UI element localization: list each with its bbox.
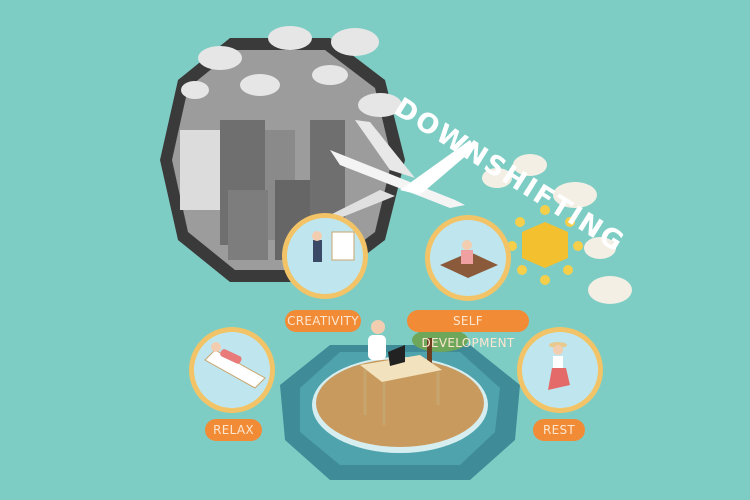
sky-clouds-icon: [482, 154, 632, 304]
woman-with-laptop-icon: [368, 320, 405, 366]
rest-label: REST: [533, 419, 585, 441]
airplane-icon: [330, 120, 475, 218]
creativity-label: CREATIVITY: [285, 310, 361, 332]
buildings-icon: [180, 120, 345, 260]
desk-icon: [360, 355, 442, 425]
island: [280, 320, 520, 480]
self-development-badge: [425, 215, 511, 301]
self-development-label: SELF DEVELOPMENT: [407, 310, 529, 350]
sun-icon: [507, 205, 583, 285]
palm-tree-icon: [412, 328, 468, 363]
clouds-icon: [181, 26, 402, 117]
relax-badge: [189, 327, 275, 413]
rest-badge: [517, 327, 603, 413]
creativity-badge: [282, 213, 368, 299]
relax-label: RELAX: [205, 419, 262, 441]
city-badge: [160, 26, 405, 282]
